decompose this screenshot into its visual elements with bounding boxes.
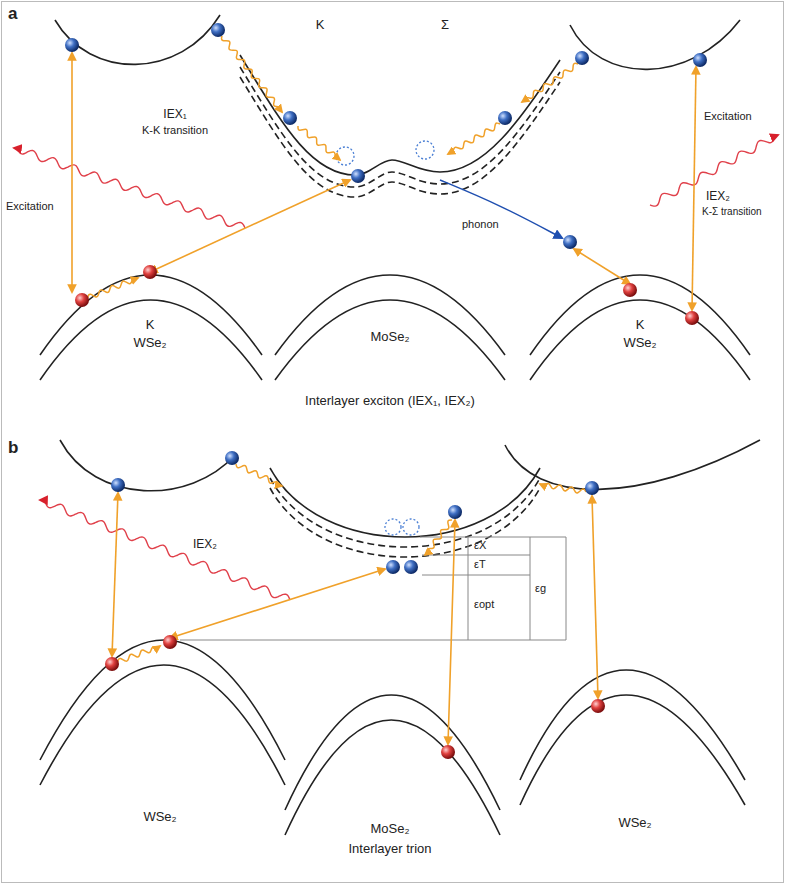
process-label: Excitation [6, 200, 54, 213]
relaxation-arrow [540, 483, 586, 493]
bands-b [40, 440, 760, 835]
process-label: phonon [462, 218, 499, 231]
panel-caption: Interlayer exciton (IEX₁, IEX₂) [305, 394, 475, 409]
relaxation-arrow [222, 36, 282, 112]
energy-label: εX [474, 539, 486, 552]
photon-wave [650, 135, 778, 206]
photon-wave [14, 148, 245, 228]
carriers [65, 23, 707, 759]
energy-label: εopt [474, 598, 494, 611]
exciton-label: IEX₂ [193, 538, 217, 552]
transition-arrow [692, 67, 696, 310]
material-label: WSe₂ [623, 336, 656, 351]
valley-label: K [146, 318, 155, 333]
relaxation-arrow [298, 126, 340, 160]
relaxation-arrow [425, 520, 452, 555]
panel-letter: b [8, 438, 18, 458]
relaxation-arrow [236, 464, 282, 486]
energy-label: εg [535, 582, 546, 595]
relaxation-arrow [112, 646, 160, 665]
valley-label: K [316, 18, 325, 33]
valley-label: K [636, 318, 645, 333]
transition-lines [14, 36, 778, 744]
transition-arrow [112, 493, 118, 656]
transition-label: K-Σ transition [702, 206, 762, 218]
exciton-label: IEX₁ [163, 108, 186, 122]
exciton-label: IEX₂ [706, 190, 730, 204]
process-label: Excitation [704, 110, 752, 123]
transition-label: K-K transition [142, 124, 208, 137]
relaxation-arrow [448, 123, 500, 154]
relaxation-arrow [82, 278, 138, 301]
transition-arrow [170, 569, 385, 638]
material-label: WSe₂ [618, 816, 651, 831]
material-label: WSe₂ [143, 810, 176, 825]
energy-label: εT [474, 558, 486, 571]
phonon-arrow [440, 180, 562, 238]
empty-states [336, 141, 434, 535]
transition-arrow [150, 180, 350, 272]
relaxation-arrow [522, 63, 578, 102]
material-label: MoSe₂ [370, 330, 409, 345]
transition-arrow [574, 249, 630, 284]
transition-arrow [71, 53, 73, 292]
panel-letter: a [8, 4, 17, 24]
energy-bracket [180, 537, 566, 640]
material-label: MoSe₂ [370, 822, 409, 837]
panel-caption: Interlayer trion [348, 842, 431, 857]
transition-arrow [448, 520, 455, 744]
photon-wave [40, 500, 290, 600]
valley-label: Σ [441, 18, 449, 33]
material-label: WSe₂ [133, 336, 166, 351]
transition-arrow [592, 496, 598, 698]
